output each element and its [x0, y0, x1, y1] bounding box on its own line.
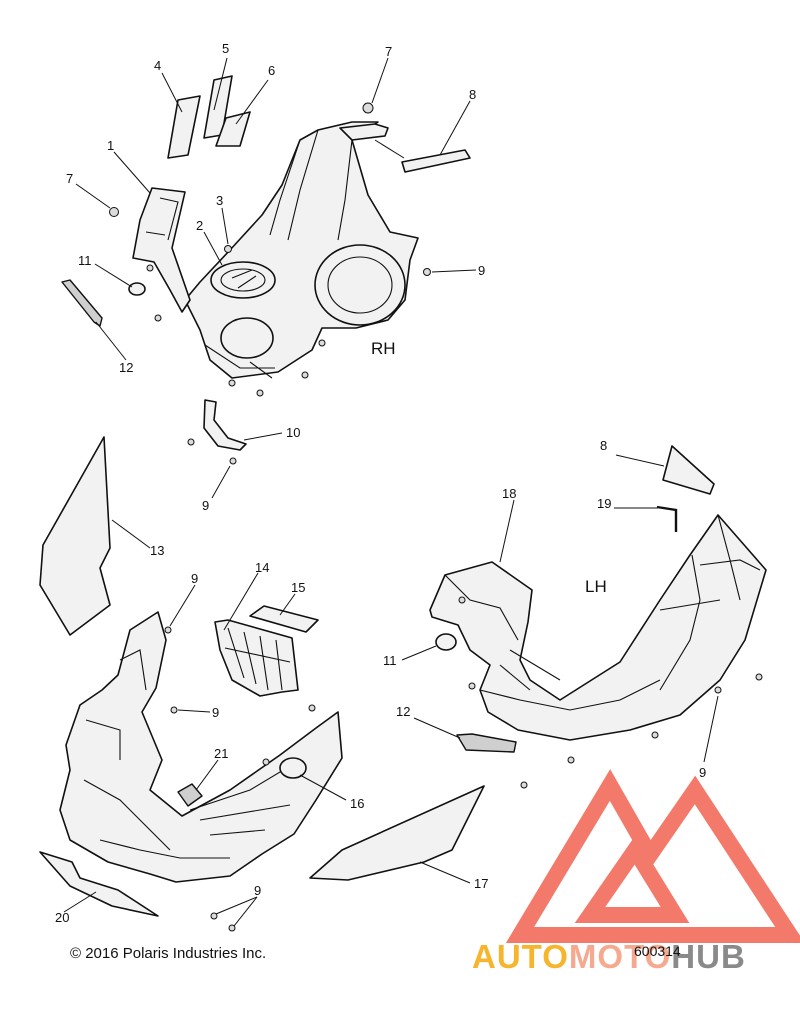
lh-side-label: LH: [585, 577, 607, 596]
callout-10: 10: [286, 425, 300, 440]
callout-11-lh: 11: [383, 653, 397, 668]
callout-11-rh: 11: [78, 253, 92, 268]
copyright-text: © 2016 Polaris Industries Inc.: [70, 945, 267, 962]
figure-number: 600314: [634, 943, 681, 959]
lh-pad-8: [662, 445, 715, 495]
vent-14: [214, 619, 299, 697]
callout-16: 16: [350, 796, 364, 811]
lh-strap-12: [456, 733, 517, 753]
lh-pin-19: [656, 505, 678, 532]
rh-strap: [61, 279, 103, 327]
rh-upper-panel: [184, 121, 419, 379]
callout-4: 4: [154, 58, 161, 73]
callout-9-lh: 9: [699, 765, 706, 780]
callout-2: 2: [196, 218, 203, 233]
callout-13: 13: [150, 543, 164, 558]
callout-5: 5: [222, 41, 229, 56]
callout-14: 14: [255, 560, 269, 575]
callout-18: 18: [502, 486, 516, 501]
watermark-logo-icon: [505, 769, 800, 943]
rh-upper-bracket: [339, 123, 389, 141]
fasteners: [109, 102, 763, 932]
callout-8-rh: 8: [469, 87, 476, 102]
callout-3: 3: [216, 193, 223, 208]
rh-grommet: [128, 282, 146, 296]
callout-20: 20: [55, 910, 69, 925]
callout-9-rh: 9: [478, 263, 485, 278]
callout-17: 17: [474, 876, 488, 891]
callout-15: 15: [291, 580, 305, 595]
callout-9-lower-mid: 9: [212, 705, 219, 720]
watermark-moto: MOTO: [568, 938, 672, 975]
lh-grommet: [435, 633, 457, 651]
callout-numbers: 1 2 3 4 5 6 7 7 8 8 9 9 9 9 9 9 10 11 11…: [55, 41, 706, 925]
lh-upper-panel: [429, 514, 767, 741]
lower-front-panel: [59, 611, 343, 883]
panel-13: [39, 436, 111, 636]
callout-9-bottom: 9: [254, 883, 261, 898]
callout-8-lh: 8: [600, 438, 607, 453]
panel-17: [309, 785, 485, 881]
watermark-auto: AUTO: [472, 938, 569, 975]
callout-7-left: 7: [66, 171, 73, 186]
rh-clip-bracket: [203, 399, 247, 451]
panel-20: [39, 851, 159, 917]
callout-9-lower-top: 9: [191, 571, 198, 586]
callout-12-rh: 12: [119, 360, 133, 375]
rh-pad-8: [401, 149, 471, 173]
callout-7-upper: 7: [385, 44, 392, 59]
pad-15: [249, 605, 319, 633]
rh-side-label: RH: [371, 339, 396, 358]
callout-6: 6: [268, 63, 275, 78]
rh-left-bracket: [132, 187, 191, 313]
callout-1: 1: [107, 138, 114, 153]
callout-9-center: 9: [202, 498, 209, 513]
callout-19: 19: [597, 496, 611, 511]
leader-lines: [63, 57, 719, 927]
watermark-hub: HUB: [671, 938, 746, 975]
watermark-text: AUTOMOTOHUB: [472, 938, 798, 976]
rh-wedges: [167, 75, 251, 159]
callout-12-lh: 12: [396, 704, 410, 719]
callout-21: 21: [214, 746, 228, 761]
